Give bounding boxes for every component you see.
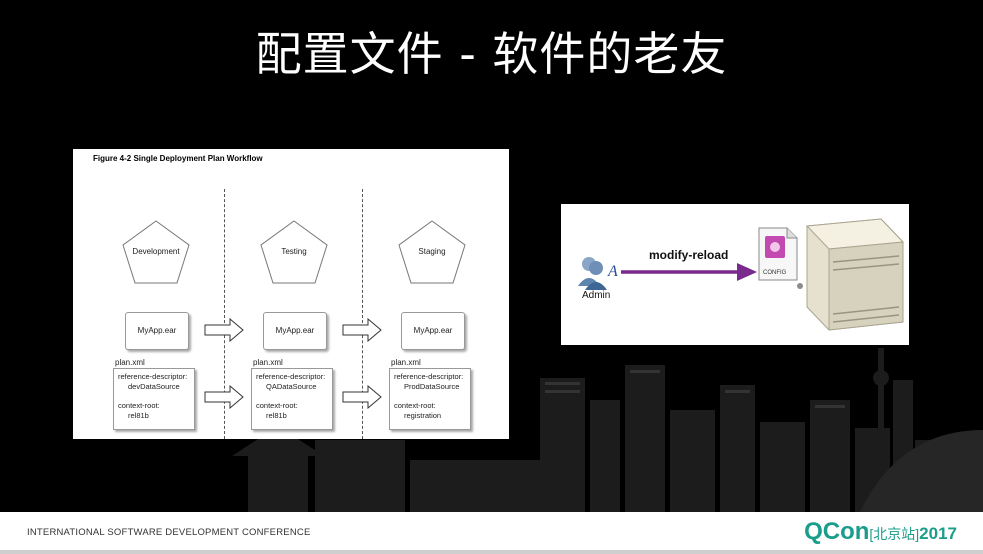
ear-file: MyApp.ear xyxy=(263,312,327,350)
ref-descriptor-key: reference-descriptor: xyxy=(118,372,188,381)
ref-descriptor-value: devDataSource xyxy=(128,382,180,391)
qcon-brand: QCon xyxy=(804,518,870,545)
config-reload-diagram: A modify-relo xyxy=(561,204,909,345)
stage-pentagon-staging: Staging xyxy=(397,219,467,285)
conference-name: INTERNATIONAL SOFTWARE DEVELOPMENT CONFE… xyxy=(27,527,311,538)
plan-file-label: plan.xml xyxy=(115,358,145,367)
config-file-icon xyxy=(758,227,798,281)
city-skyline-illustration xyxy=(232,348,983,512)
stage-pentagon-development: Development xyxy=(121,219,191,285)
config-diagram-graphics: A xyxy=(578,218,905,331)
context-root-value: registration xyxy=(404,411,442,420)
right-arrow-icon xyxy=(204,385,244,409)
admin-users-icon: A xyxy=(578,257,618,290)
ear-file: MyApp.ear xyxy=(125,312,189,350)
ear-file: MyApp.ear xyxy=(401,312,465,350)
ref-descriptor-key: reference-descriptor: xyxy=(256,372,326,381)
slide-title: 配置文件 - 软件的老友 xyxy=(255,27,728,81)
stage-name: Testing xyxy=(281,247,307,256)
stage-name: Staging xyxy=(418,247,446,256)
stage-name: Development xyxy=(132,247,180,256)
plan-file-label: plan.xml xyxy=(391,358,421,367)
context-root-key: context-root: xyxy=(394,401,436,410)
plan-file-box: reference-descriptor: QADataSource conte… xyxy=(251,368,333,430)
plan-file-label: plan.xml xyxy=(253,358,283,367)
qcon-logo: QCon[北京站]2017 xyxy=(804,518,957,546)
server-icon xyxy=(797,218,905,331)
stage-divider xyxy=(362,189,363,439)
footer-divider xyxy=(0,550,983,554)
plan-file-box: reference-descriptor: ProdDataSource con… xyxy=(389,368,471,430)
admin-label: Admin xyxy=(582,290,611,301)
right-arrow-icon xyxy=(342,318,382,342)
stage-divider xyxy=(224,189,225,439)
plan-file-box: reference-descriptor: devDataSource cont… xyxy=(113,368,195,430)
right-arrow-icon xyxy=(342,385,382,409)
ref-descriptor-value: ProdDataSource xyxy=(404,382,460,391)
svg-text:A: A xyxy=(607,263,618,280)
context-root-value: rel81b xyxy=(128,411,149,420)
footer-bar: INTERNATIONAL SOFTWARE DEVELOPMENT CONFE… xyxy=(0,512,983,554)
figure-caption: Figure 4-2 Single Deployment Plan Workfl… xyxy=(93,154,263,163)
stage-pentagon-testing: Testing xyxy=(259,219,329,285)
modify-reload-label: modify-reload xyxy=(649,248,729,262)
right-arrow-icon xyxy=(204,318,244,342)
qcon-year: 2017 xyxy=(919,524,957,543)
config-file-label: CONFIG xyxy=(763,270,787,276)
ref-descriptor-key: reference-descriptor: xyxy=(394,372,464,381)
ref-descriptor-value: QADataSource xyxy=(266,382,317,391)
context-root-key: context-root: xyxy=(118,401,160,410)
qcon-location: [北京站] xyxy=(869,526,920,542)
deployment-workflow-figure: Figure 4-2 Single Deployment Plan Workfl… xyxy=(73,149,509,439)
context-root-value: rel81b xyxy=(266,411,287,420)
context-root-key: context-root: xyxy=(256,401,298,410)
